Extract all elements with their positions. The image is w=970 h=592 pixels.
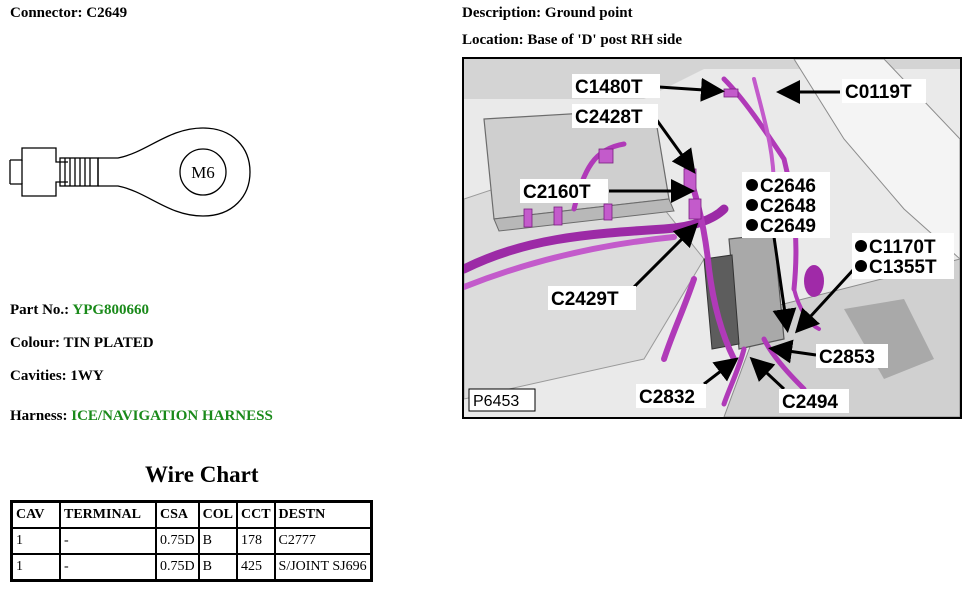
part-label: Part No.:: [10, 302, 70, 318]
label-c2832: C2832: [639, 387, 695, 408]
harness-line: Harness: ICE/NAVIGATION HARNESS: [10, 408, 273, 425]
label-c1170t: C1170T: [869, 237, 936, 258]
photo-reference: P6453: [473, 393, 519, 410]
colour-line: Colour: TIN PLATED: [10, 335, 154, 352]
wire-chart-title: Wire Chart: [145, 462, 259, 487]
label-c2160t: C2160T: [523, 182, 591, 203]
table-header-row: CAV TERMINAL CSA COL CCT DESTN: [10, 500, 373, 529]
cavities-label: Cavities:: [10, 368, 67, 384]
label-c1480t: C1480T: [575, 77, 643, 98]
harness-label: Harness:: [10, 408, 68, 424]
cell-cav: 1: [10, 553, 61, 582]
cell-cav: 1: [10, 527, 61, 555]
cell-csa: 0.75D: [155, 553, 200, 582]
label-c1355t: C1355T: [869, 257, 937, 278]
cell-col: B: [197, 527, 238, 555]
label-c2429t: C2429T: [551, 289, 619, 310]
cell-cct: 425: [235, 553, 276, 582]
wire-chart-table: CAV TERMINAL CSA COL CCT DESTN 1 - 0.75D…: [10, 500, 373, 582]
label-c2428t: C2428T: [575, 107, 643, 128]
cell-csa: 0.75D: [155, 527, 200, 555]
header-cav: CAV: [10, 500, 61, 529]
part-line: Part No.: YPG800660: [10, 302, 149, 319]
ring-terminal-icon: M6: [9, 127, 251, 217]
description-label: Description:: [462, 5, 542, 21]
cell-destn: S/JOINT SJ696: [273, 553, 373, 582]
description-value: Ground point: [544, 5, 633, 21]
connector-line: Connector: C2649: [10, 5, 127, 22]
cell-terminal: -: [59, 553, 157, 582]
connector-value: C2649: [86, 5, 128, 21]
cell-terminal: -: [59, 527, 157, 555]
label-c2853: C2853: [819, 347, 875, 368]
stud-size-label: M6: [191, 163, 215, 182]
header-cct: CCT: [235, 500, 276, 529]
cell-cct: 178: [235, 527, 276, 555]
table-row: 1 - 0.75D B 425 S/JOINT SJ696: [10, 553, 373, 582]
connector-label: Connector:: [10, 5, 83, 21]
header-terminal: TERMINAL: [59, 500, 157, 529]
header-destn: DESTN: [273, 500, 373, 529]
label-c2648: C2648: [760, 196, 816, 217]
location-photo: C1480T C0119T C2428T C2160T C2646 C2648 …: [462, 57, 962, 419]
location-label: Location:: [462, 32, 524, 48]
colour-label: Colour:: [10, 335, 60, 351]
label-c2494: C2494: [782, 392, 838, 413]
header-csa: CSA: [155, 500, 200, 529]
header-col: COL: [197, 500, 238, 529]
table-row: 1 - 0.75D B 178 C2777: [10, 527, 373, 555]
label-c2646: C2646: [760, 176, 816, 197]
location-line: Location: Base of 'D' post RH side: [462, 32, 682, 49]
cell-destn: C2777: [273, 527, 373, 555]
location-value: Base of 'D' post RH side: [527, 32, 683, 48]
location-illustration: C1480T C0119T C2428T C2160T C2646 C2648 …: [464, 59, 960, 417]
cell-col: B: [197, 553, 238, 582]
cavities-line: Cavities: 1WY: [10, 368, 104, 385]
harness-link[interactable]: ICE/NAVIGATION HARNESS: [71, 408, 273, 424]
part-number-link[interactable]: YPG800660: [72, 302, 150, 318]
label-c2649: C2649: [760, 216, 816, 237]
description-line: Description: Ground point: [462, 5, 633, 22]
colour-value: TIN PLATED: [63, 335, 154, 351]
cavities-value: 1WY: [70, 368, 104, 384]
label-c0119t: C0119T: [845, 82, 912, 103]
